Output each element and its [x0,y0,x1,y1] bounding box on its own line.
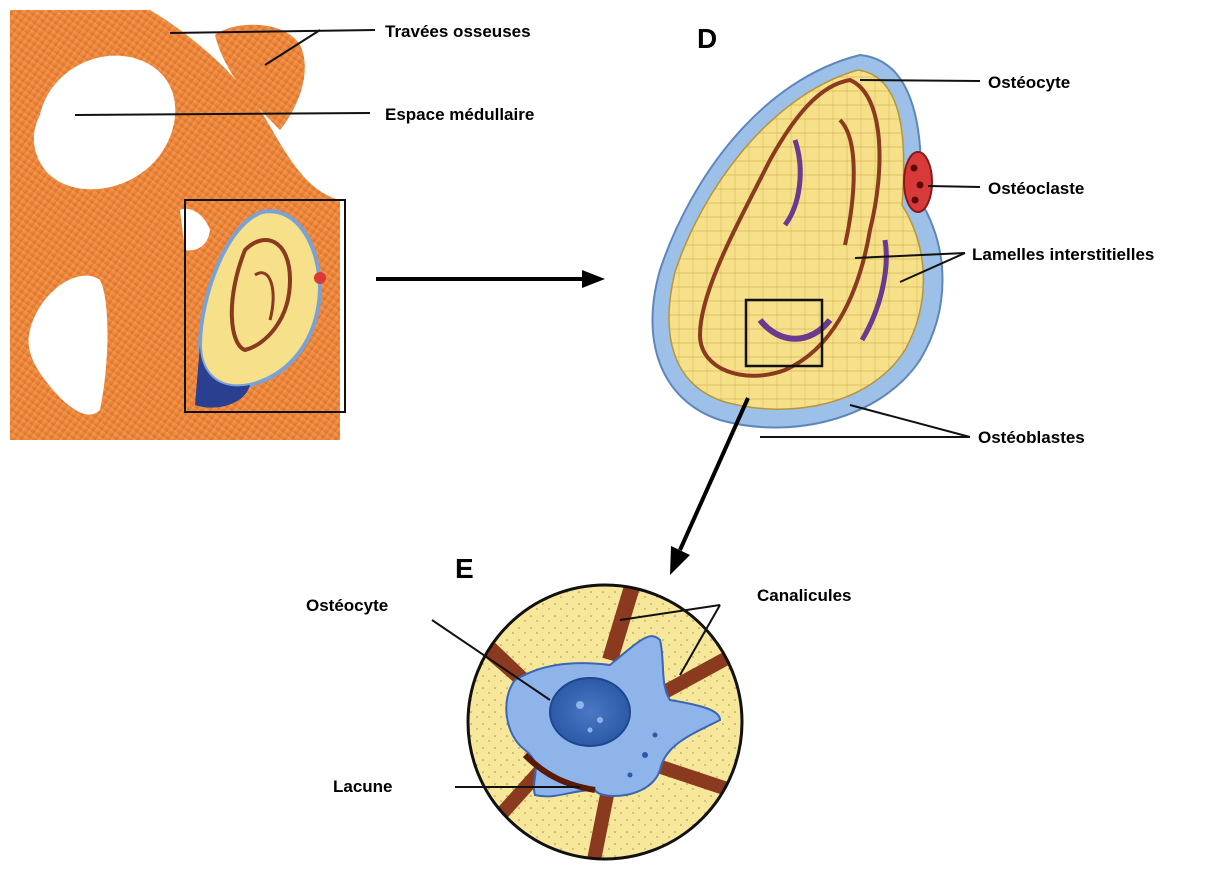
label-lamelles-interstitielles: Lamelles interstitielles [972,245,1154,264]
label-lacune: Lacune [333,777,393,796]
label-travees-osseuses: Travées osseuses [385,22,531,41]
trabecula-detail [653,55,943,428]
leader-osteocyte-d [860,80,980,81]
panel-letter-e: E [455,553,474,584]
label-osteoclaste: Ostéoclaste [988,179,1084,198]
label-osteoblastes: Ostéoblastes [978,428,1085,447]
zoom-arrow-right [376,270,605,288]
leader-osteoclaste [928,186,980,187]
zoom-arrow-down [670,398,748,575]
osteocyte-nucleus [550,678,630,746]
label-osteocyte-e: Ostéocyte [306,596,388,615]
leader-osteoblastes-1 [850,405,970,437]
label-osteocyte-d: Ostéocyte [988,73,1070,92]
label-canalicules: Canalicules [757,586,852,605]
panel-letter-d: D [697,23,717,54]
osteoclast-cell [904,152,932,212]
label-espace-medullaire: Espace médullaire [385,105,534,124]
